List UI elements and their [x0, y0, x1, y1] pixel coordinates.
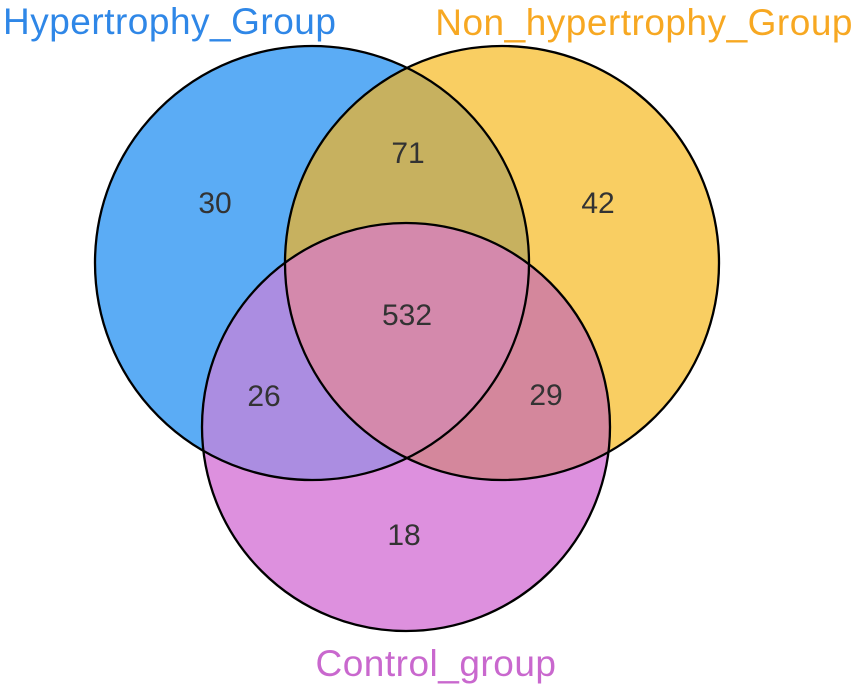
set-b-label: Non_hypertrophy_Group [435, 2, 853, 43]
count-b-only: 42 [581, 187, 614, 220]
set-a-label: Hypertrophy_Group [3, 1, 336, 42]
set-c-label: Control_group [316, 643, 557, 684]
venn-counts: 30 42 18 71 26 29 532 [198, 137, 614, 552]
count-c-only: 18 [387, 519, 420, 552]
count-ac: 26 [247, 380, 280, 413]
region-abc-fill [285, 223, 529, 480]
region-abc-clip-group [285, 223, 529, 480]
count-a-only: 30 [198, 187, 231, 220]
set-c-circle-outline [200, 221, 612, 633]
venn-region-fills [93, 44, 721, 633]
count-ab: 71 [391, 137, 424, 170]
count-bc: 29 [529, 379, 562, 412]
venn-set-labels: Hypertrophy_Group Non_hypertrophy_Group … [3, 1, 853, 684]
count-abc: 532 [382, 299, 432, 332]
